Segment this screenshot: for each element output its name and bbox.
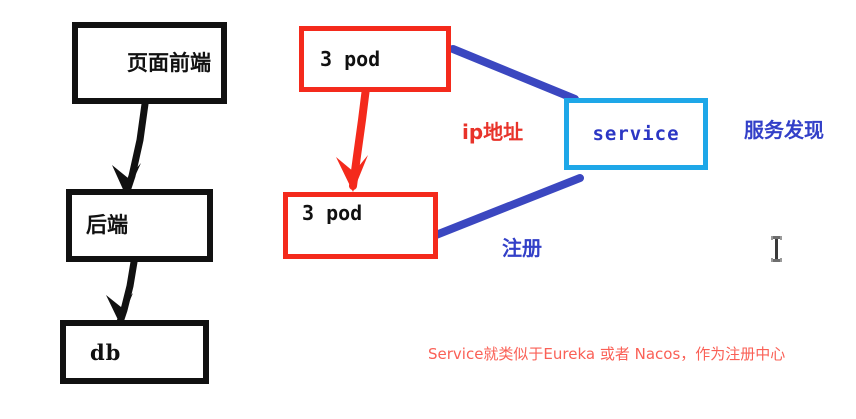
node-pod-top-label: 3 pod: [320, 47, 381, 71]
connector-pod-top-to-service: [449, 45, 579, 103]
node-pod-bottom[interactable]: 3 pod: [283, 192, 438, 259]
arrow-backend-to-db: [106, 258, 138, 326]
node-db[interactable]: db: [60, 320, 209, 384]
text-cursor-icon: [771, 236, 782, 262]
node-db-label: db: [90, 339, 122, 365]
arrow-frontend-to-backend: [112, 100, 149, 198]
node-backend[interactable]: 后端: [66, 189, 213, 262]
node-pod-top[interactable]: 3 pod: [299, 26, 451, 92]
node-service-label: service: [592, 122, 680, 145]
node-backend-label: 后端: [86, 213, 128, 237]
node-frontend-label: 页面前端: [127, 50, 211, 75]
annotation-register: 注册: [502, 236, 542, 260]
connector-pod-bottom-to-service: [432, 174, 584, 239]
node-frontend[interactable]: 页面前端: [72, 22, 227, 104]
arrow-pod-top-to-pod-bottom: [336, 84, 370, 192]
annotation-ip-address: ip地址: [462, 120, 524, 144]
service-caption: Service就类似于Eureka 或者 Nacos，作为注册中心: [428, 345, 786, 363]
node-pod-bottom-label: 3 pod: [302, 201, 363, 225]
annotation-service-discovery: 服务发现: [744, 118, 824, 142]
node-service[interactable]: service: [564, 98, 708, 170]
